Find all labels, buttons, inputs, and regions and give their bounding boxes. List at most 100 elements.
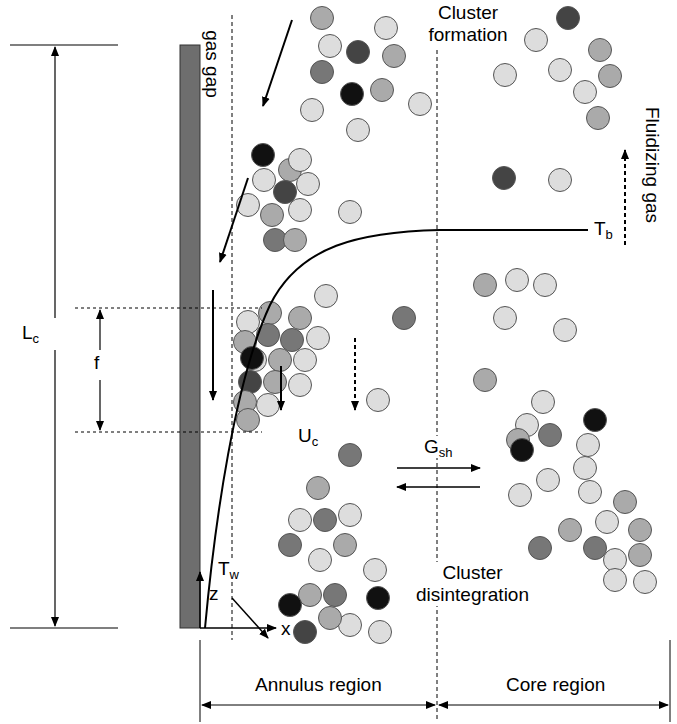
particle (532, 391, 555, 414)
particle (529, 537, 552, 560)
particle (369, 621, 392, 644)
particle (252, 144, 275, 167)
particle (549, 169, 572, 192)
particle (634, 571, 657, 594)
region-label: Core region (506, 674, 605, 696)
flow-label: Fluidizing gas (641, 107, 663, 223)
particle (299, 584, 322, 607)
particle (371, 79, 394, 102)
particle (281, 329, 304, 352)
particle (237, 311, 260, 334)
particle (549, 59, 572, 82)
particle (584, 537, 607, 560)
wall-temperature: Tw (216, 558, 241, 580)
particles (234, 7, 657, 644)
axis-label: z (209, 583, 219, 605)
particle (629, 544, 652, 567)
particle (319, 607, 342, 630)
particle (339, 201, 362, 224)
particle (284, 229, 307, 252)
region-dimensions (200, 640, 670, 722)
particle (294, 349, 317, 372)
particle (279, 534, 302, 557)
particle (253, 169, 276, 192)
particle (341, 83, 364, 106)
particle (375, 17, 398, 40)
velocity-label: Uc (296, 425, 320, 447)
annulus-core-boundary (437, 50, 438, 722)
particle (574, 457, 597, 480)
flow-arrows (213, 20, 625, 638)
region-label: Annulus region (255, 674, 382, 696)
particle (587, 107, 610, 130)
particle (347, 119, 370, 142)
lc-dimension (10, 45, 118, 628)
particle (367, 389, 390, 412)
particle (509, 484, 532, 507)
gas-gap-label: gas gap (201, 30, 223, 98)
particle (559, 519, 582, 542)
particle (554, 319, 577, 342)
particle (614, 491, 637, 514)
particle (307, 327, 330, 350)
particle (494, 64, 517, 87)
particle (534, 274, 557, 297)
particle (393, 307, 416, 330)
axis-label: x (281, 618, 291, 640)
gas-gap-boundary (232, 15, 233, 640)
particle (584, 409, 607, 432)
particle (339, 444, 362, 467)
particle (311, 7, 334, 30)
particle (409, 93, 432, 116)
particle (274, 181, 297, 204)
particle (289, 374, 312, 397)
particle (574, 81, 597, 104)
particle (264, 371, 287, 394)
particle (579, 481, 602, 504)
particle (347, 41, 370, 64)
particle (315, 285, 338, 308)
particle (537, 469, 560, 492)
particle (494, 307, 517, 330)
particle (604, 569, 627, 592)
particle (301, 99, 324, 122)
particle (289, 509, 312, 532)
particle (334, 534, 357, 557)
particle (525, 29, 548, 52)
particle (311, 61, 334, 84)
dimension-label: f (92, 352, 101, 374)
particle (557, 7, 580, 30)
particle (289, 199, 312, 222)
particle (289, 149, 312, 172)
particle (511, 439, 534, 462)
particle (309, 549, 332, 572)
particle (493, 167, 516, 190)
dimension-label: Lc (22, 322, 39, 344)
particle (319, 35, 342, 58)
particle (577, 434, 600, 457)
region-note: Cluster disintegration (403, 562, 542, 606)
particle (237, 409, 260, 432)
region-note: Cluster formation (416, 2, 520, 46)
particle (383, 45, 406, 68)
particle (314, 509, 337, 532)
particle (339, 504, 362, 527)
particle (289, 307, 312, 330)
flux-label: Gsh (422, 436, 455, 458)
particle (539, 424, 562, 447)
particle (294, 621, 317, 644)
particle (364, 559, 387, 582)
particle (599, 65, 622, 88)
particle (629, 519, 652, 542)
particle (506, 269, 529, 292)
bed-temperature: Tb (594, 218, 613, 240)
particle (596, 511, 619, 534)
f-dimension (75, 308, 262, 432)
particle (307, 477, 330, 500)
particle (257, 394, 280, 417)
particle (474, 274, 497, 297)
particle (261, 204, 284, 227)
particle (279, 594, 302, 617)
particle (297, 173, 320, 196)
